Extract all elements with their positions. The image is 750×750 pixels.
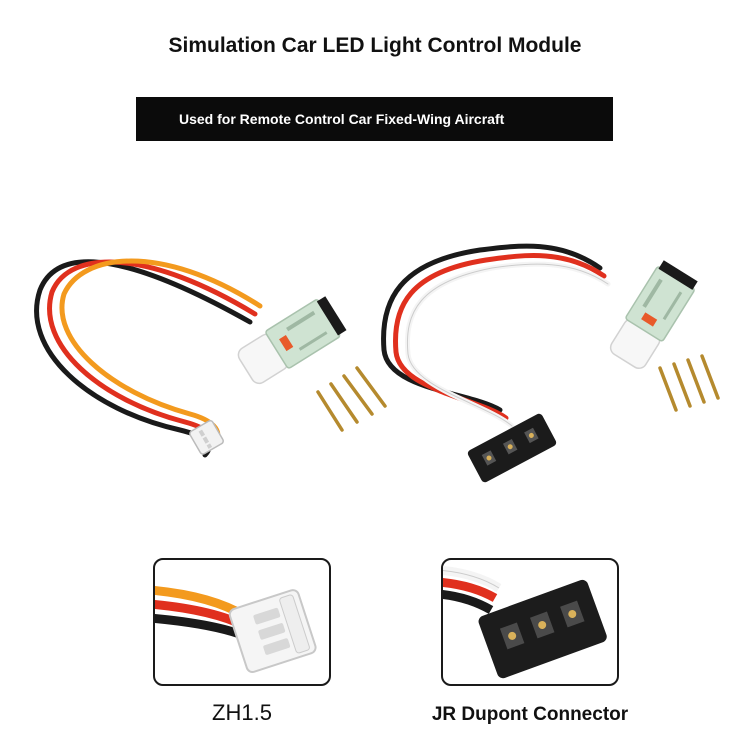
left-module-wires — [34, 258, 263, 458]
jr-dupont-closeup-inset — [441, 558, 619, 686]
jr-dupont-closeup-image — [443, 565, 607, 679]
right-module-wires — [381, 243, 611, 429]
right-module-pins — [658, 354, 720, 412]
left-module-pins — [316, 366, 387, 432]
page-title: Simulation Car LED Light Control Module — [168, 34, 582, 57]
jr-dupont-caption: JR Dupont Connector — [431, 704, 629, 725]
left-zh-connector — [189, 419, 224, 455]
zh15-closeup-image — [155, 585, 317, 673]
right-module-body — [609, 260, 698, 370]
zh15-closeup-inset — [153, 558, 331, 686]
zh15-caption: ZH1.5 — [212, 700, 272, 725]
left-module-body — [237, 296, 347, 385]
subtitle-banner: Used for Remote Control Car Fixed-Wing A… — [136, 97, 613, 141]
right-jr-connector — [467, 413, 557, 483]
